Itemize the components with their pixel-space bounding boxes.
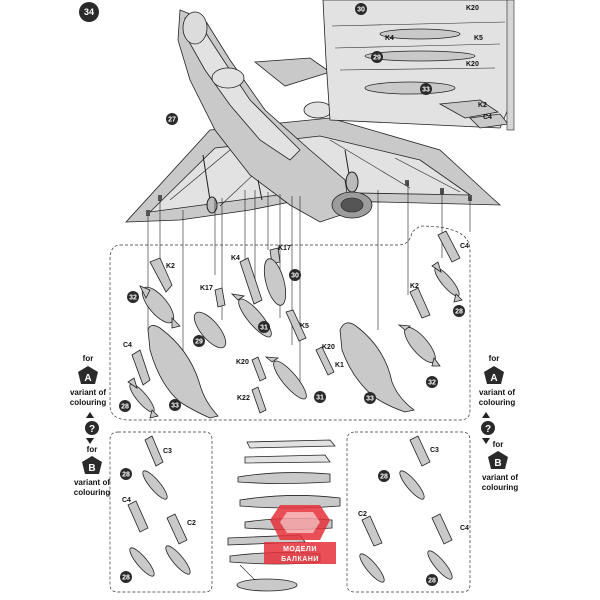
label-k5: K5 [300,323,309,330]
label-30: 30 [291,273,299,280]
label-k17-top: K17 [278,245,291,252]
label-k2-right: K2 [410,283,419,290]
b-right-label-c3: C3 [430,447,439,454]
b-right-label-28a: 28 [380,474,388,481]
b-left-label-c3: C3 [163,448,172,455]
missile-31-lower [273,360,307,400]
label-32-left: 32 [129,295,137,302]
legend-variant-b-left: for B variant of colouring [74,445,111,497]
label-k17: K17 [200,285,213,292]
legend-b-right-for: for [493,440,504,449]
legend-question-right: ? [481,412,495,444]
tank-29 [193,311,227,349]
legend-question-left: ? [85,412,99,444]
label-k20-a: K20 [236,359,249,366]
label-k22: K22 [237,395,250,402]
legend-variant-a-left: for A variant of colouring [70,354,107,407]
b-right-label-c2: C2 [358,511,367,518]
question-right: ? [485,424,491,435]
label-33-left: 33 [171,403,179,410]
legend-a-left-for: for [83,354,94,363]
label-k20-b: K20 [322,344,335,351]
label-32-right: 32 [428,380,436,387]
legend-variant-a-right: for A variant of colouring [479,354,516,407]
rail-c4-left [131,349,151,386]
legend-b-left-badge: B [88,463,95,474]
label-28-left: 28 [121,404,129,411]
label-31-lower: 31 [316,395,324,402]
detail-label-c4: C4 [483,114,492,121]
label-33-right: 33 [366,396,374,403]
label-k4: K4 [231,255,240,262]
variant-a-right-parts: 33 C4 28 K2 32 [339,230,469,413]
legend-a-right-line1: variant of [479,388,515,397]
label-c4-right: C4 [460,243,469,250]
variant-a-center-parts: K4 K17 K17 30 29 31 K5 K20 K20 K1 31 K22 [193,245,344,414]
b-left-label-c2: C2 [187,520,196,527]
detail-part-29: 29 [373,55,381,62]
variant-b-left-parts: C3 28 C4 C2 28 [120,435,196,583]
legend-a-left-line2: colouring [70,398,107,407]
detail-label-k2: K2 [478,102,487,109]
legend-b-right-line2: colouring [482,483,519,492]
variant-b-left-panel-outline [109,431,213,593]
label-k1: K1 [335,362,344,369]
part-27-label: 27 [168,117,176,124]
step-number: 34 [84,7,94,17]
missile-28-left [129,383,155,413]
legend-b-left-line2: colouring [74,488,111,497]
variant-a-left-parts: K2 32 C4 28 33 [119,257,219,419]
step-number-badge: 34 [79,2,99,22]
label-c4-left: C4 [123,342,132,349]
detail-label-k4: K4 [385,35,394,42]
legend-a-right-line2: colouring [479,398,516,407]
b-left-label-28b: 28 [122,575,130,582]
watermark-line1: МОДЕЛИ [283,546,317,553]
detail-label-k20-mid: K20 [466,61,479,68]
b-left-label-c4: C4 [122,497,131,504]
legend-a-right-badge: A [490,373,497,384]
b-right-label-c4: C4 [460,525,469,532]
fuel-tank-33-right [339,322,415,413]
missile-28-right [434,267,460,297]
label-31-upper: 31 [260,325,268,332]
watermark-logo: МОДЕЛИ БАЛКАНИ [264,505,336,564]
legend-variant-b-right: for B variant of colouring [482,440,519,492]
b-left-label-28a: 28 [122,472,130,479]
question-left: ? [89,424,95,435]
fuel-tank-33-left [147,325,219,419]
detail-label-k20-top: K20 [466,5,479,12]
legend-a-right-for: for [489,354,500,363]
b-right-label-28b: 28 [428,578,436,585]
detail-label-k5: K5 [474,35,483,42]
legend-b-right-badge: B [494,458,501,469]
label-k2-left: K2 [166,263,175,270]
rail-c4-right [437,230,461,263]
legend-b-right-line1: variant of [482,473,518,482]
drop-tank-30 [263,258,287,306]
legend-b-left-for: for [87,445,98,454]
label-29: 29 [195,339,203,346]
rail-k2-left [149,257,173,293]
watermark-line2: БАЛКАНИ [281,556,319,563]
legend-a-left-badge: A [84,373,91,384]
label-28-right: 28 [455,309,463,316]
detail-view: 30 K20 K4 K5 29 K20 33 K2 C4 [322,0,515,131]
variant-b-right-parts: C3 28 C2 C4 28 [358,435,469,586]
legend-a-left-line1: variant of [70,388,106,397]
pylon-k4 [239,257,263,305]
aircraft-illustration: 27 [125,9,502,223]
detail-part-30: 30 [357,7,365,14]
variant-a-panel-outline [109,225,471,421]
detail-part-33: 33 [422,87,430,94]
legend-b-left-line1: variant of [74,478,110,487]
variant-b-right-panel-outline [346,431,471,593]
